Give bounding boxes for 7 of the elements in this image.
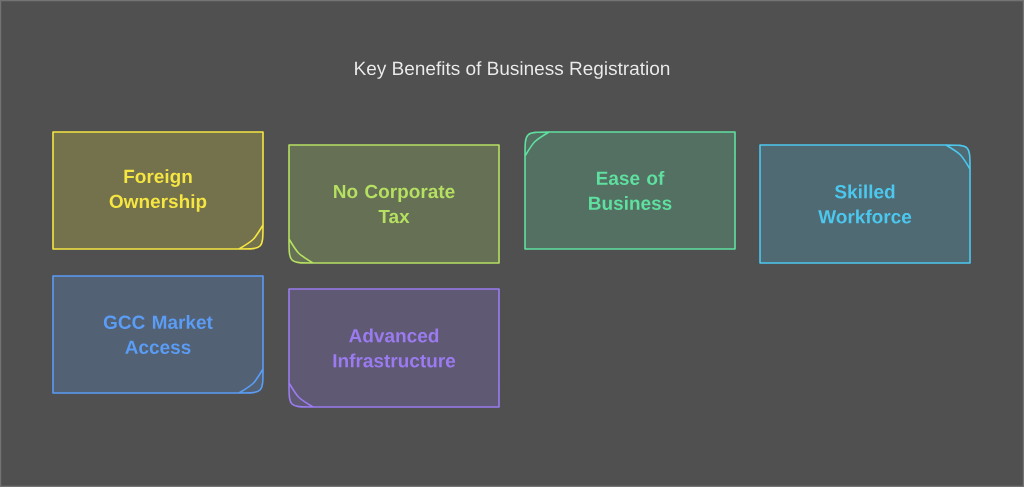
note-card: Foreign Ownership [52, 131, 264, 250]
note-card: Advanced Infrastructure [288, 288, 500, 408]
title: Key Benefits of Business Registration [355, 61, 670, 79]
note-card: No Corporate Tax [288, 144, 500, 264]
note-card: Ease of Business [524, 131, 736, 250]
note-card: GCC Market Access [52, 275, 264, 394]
note-card: Skilled Workforce [759, 144, 971, 264]
